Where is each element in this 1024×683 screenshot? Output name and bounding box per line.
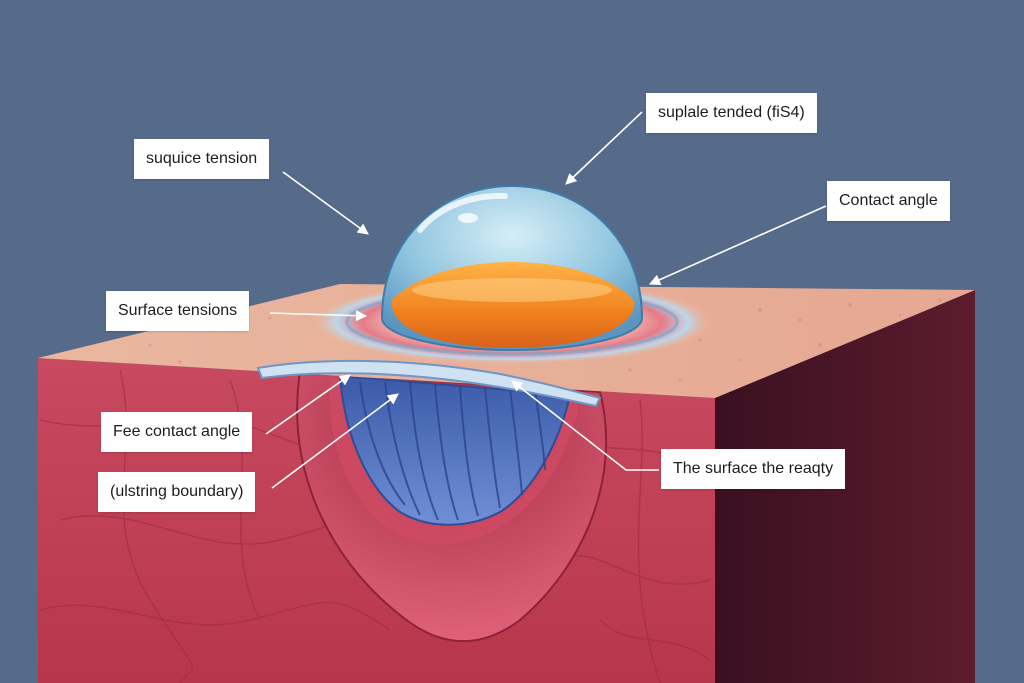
- arrow-boundary: [271, 393, 399, 489]
- arrow-surface-ready: [511, 380, 659, 471]
- label-free-contact-angle: Fee contact angle: [101, 412, 253, 452]
- liquid-droplet: [380, 184, 644, 352]
- arrow-surface-tensions: [269, 310, 368, 322]
- label-contact-angle: Contact angle: [827, 181, 950, 221]
- label-surface-tensions: Surface tensions: [106, 291, 250, 331]
- channel-fibers: [359, 381, 546, 521]
- arrow-top-left: [282, 171, 369, 235]
- label-boundary: (ulstring boundary): [98, 472, 256, 512]
- label-suplale-tended: suplale tended (fiS4): [646, 93, 817, 133]
- arrow-top-right: [565, 111, 643, 185]
- surface-membrane: [256, 359, 602, 408]
- arrow-free-contact-angle: [265, 374, 351, 435]
- label-surface-ready: The surface the reaqty: [661, 449, 846, 489]
- label-suquice-tension: suquice tension: [134, 139, 270, 179]
- leader-arrows: [265, 111, 827, 489]
- arrow-contact-angle: [648, 205, 827, 286]
